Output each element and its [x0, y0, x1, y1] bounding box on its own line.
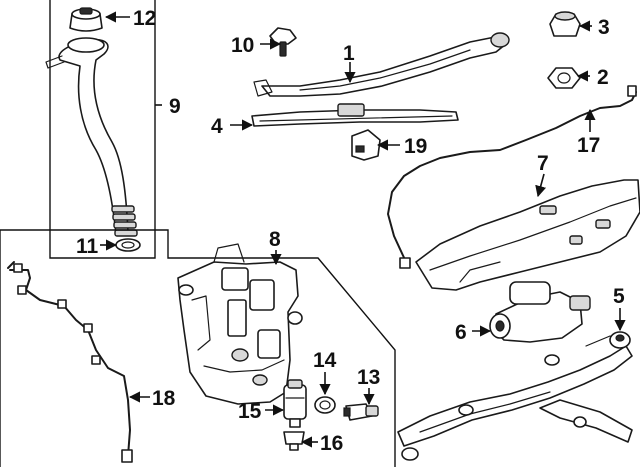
callout-labels: 1 2 3 4 5 6 7 8 9 10 11 12 13 14 15 16 1…	[76, 7, 625, 455]
callout-2: 2	[597, 66, 609, 89]
reservoir-box	[0, 229, 396, 467]
callout-18: 18	[152, 387, 176, 410]
pivot-nut[interactable]	[547, 67, 581, 89]
callout-8: 8	[269, 228, 281, 251]
washer-hose[interactable]	[7, 261, 133, 463]
callout-14: 14	[313, 349, 337, 372]
pump-seal[interactable]	[314, 396, 336, 414]
nozzle-hose[interactable]	[387, 85, 637, 269]
filler-cap[interactable]	[69, 7, 103, 32]
reservoir-group	[0, 229, 396, 467]
callout-12: 12	[133, 7, 156, 30]
level-sensor[interactable]	[343, 403, 379, 421]
callout-19: 19	[404, 135, 427, 158]
filler-neck-box	[49, 0, 156, 259]
nozzle-connector[interactable]	[351, 129, 381, 161]
filler-neck-tube[interactable]	[45, 37, 138, 237]
callout-16: 16	[320, 432, 343, 455]
washer-pump[interactable]	[283, 379, 307, 428]
reservoir-grommet[interactable]	[287, 311, 303, 325]
arm-clip[interactable]	[269, 27, 297, 57]
callout-4: 4	[211, 115, 223, 138]
cowl-panel[interactable]	[415, 179, 640, 291]
filler-neck-group	[45, 0, 162, 259]
callout-9: 9	[169, 95, 181, 118]
callout-17: 17	[577, 134, 600, 157]
callout-11: 11	[76, 235, 99, 258]
callout-5: 5	[613, 285, 625, 308]
leader-lines	[100, 11, 626, 448]
callout-7: 7	[537, 152, 549, 175]
filler-seal[interactable]	[115, 238, 141, 252]
wiper-linkage[interactable]	[397, 331, 633, 461]
callout-3: 3	[598, 16, 610, 39]
callout-1: 1	[343, 42, 355, 65]
washer-reservoir[interactable]	[177, 243, 299, 405]
callout-6: 6	[455, 321, 467, 344]
wiper-arm[interactable]	[253, 32, 510, 97]
callout-15: 15	[238, 400, 262, 423]
pump-grommet[interactable]	[283, 431, 305, 451]
pivot-cap[interactable]	[549, 11, 581, 37]
callout-13: 13	[357, 366, 380, 389]
wiper-motor[interactable]	[489, 281, 591, 343]
callout-10: 10	[231, 34, 254, 57]
wiper-blade[interactable]	[251, 103, 459, 127]
